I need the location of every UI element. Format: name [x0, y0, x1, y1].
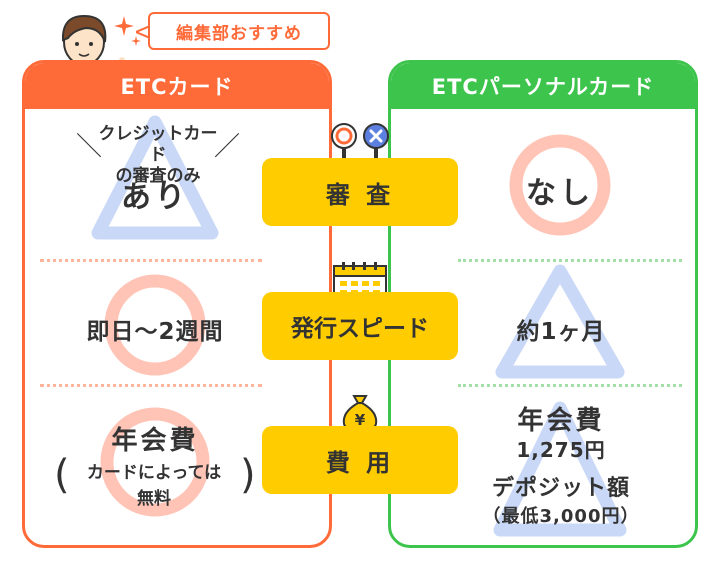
row-label-cost: 費 用	[262, 426, 458, 494]
etc-cost-note: カードによっては 無料	[66, 460, 242, 512]
note-slash-right: ／	[213, 132, 240, 162]
paren-right: )	[240, 452, 256, 498]
maru-batsu-icon	[331, 123, 389, 158]
etc-cost-title: 年会費	[111, 426, 199, 456]
money-bag-icon: ¥	[342, 395, 378, 432]
personal-annual-fee: 1,275円	[516, 438, 606, 462]
etc-cost-note-line2: 無料	[137, 489, 171, 509]
etc-cost-note-line1: カードによっては	[86, 463, 222, 483]
personal-cost-title: 年会費	[517, 406, 605, 436]
personal-deposit-title: デポジット額	[491, 476, 630, 501]
row-divider	[458, 384, 682, 387]
screening-note-line1: クレジットカード	[98, 124, 218, 165]
personal-deposit-note: （最低3,000円）	[482, 506, 640, 527]
personal-screening-value: なし	[526, 176, 594, 211]
personal-issue-speed-value: 約1ヶ月	[516, 319, 606, 345]
etc-issue-speed-value: 即日〜2週間	[86, 319, 224, 345]
svg-text:¥: ¥	[355, 411, 366, 429]
screening-note: ＼ ／ クレジットカード の審査のみ	[76, 124, 240, 186]
etc-screening-value: あり	[121, 180, 189, 215]
badge-tail	[136, 26, 150, 38]
row-divider	[40, 259, 262, 262]
paren-left: (	[54, 452, 70, 498]
sparkle-icon	[114, 16, 141, 46]
etc-personal-card-header: ETCパーソナルカード	[391, 63, 695, 109]
note-slash-left: ＼	[76, 132, 103, 162]
row-divider	[40, 384, 262, 387]
editor-recommend-badge: 編集部おすすめ	[148, 12, 330, 50]
screening-note-line2: の審査のみ	[115, 166, 201, 186]
row-label-screening: 審 査	[262, 158, 458, 226]
row-divider	[458, 259, 682, 262]
row-label-issue-speed: 発行スピード	[262, 292, 458, 360]
etc-card-header: ETCカード	[25, 63, 329, 109]
